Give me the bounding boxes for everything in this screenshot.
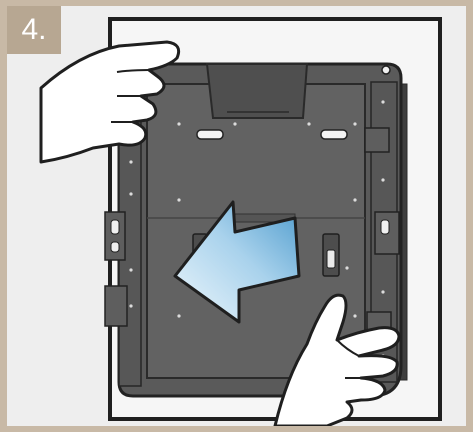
installation-illustration — [7, 6, 466, 426]
top-right-hole — [382, 66, 390, 74]
right-bracket-top — [365, 128, 389, 152]
left-key-slot-1 — [111, 220, 119, 234]
latch-right-inner — [327, 250, 335, 268]
left-key-slot-2 — [111, 242, 119, 252]
slot-right — [321, 130, 347, 139]
left-bracket-bottom — [105, 286, 127, 326]
left-bracket-top — [105, 212, 125, 260]
step-number-badge: 4. — [7, 6, 61, 54]
right-key-slot-1 — [381, 220, 389, 234]
slot-left — [197, 130, 223, 139]
top-tab — [207, 64, 307, 118]
